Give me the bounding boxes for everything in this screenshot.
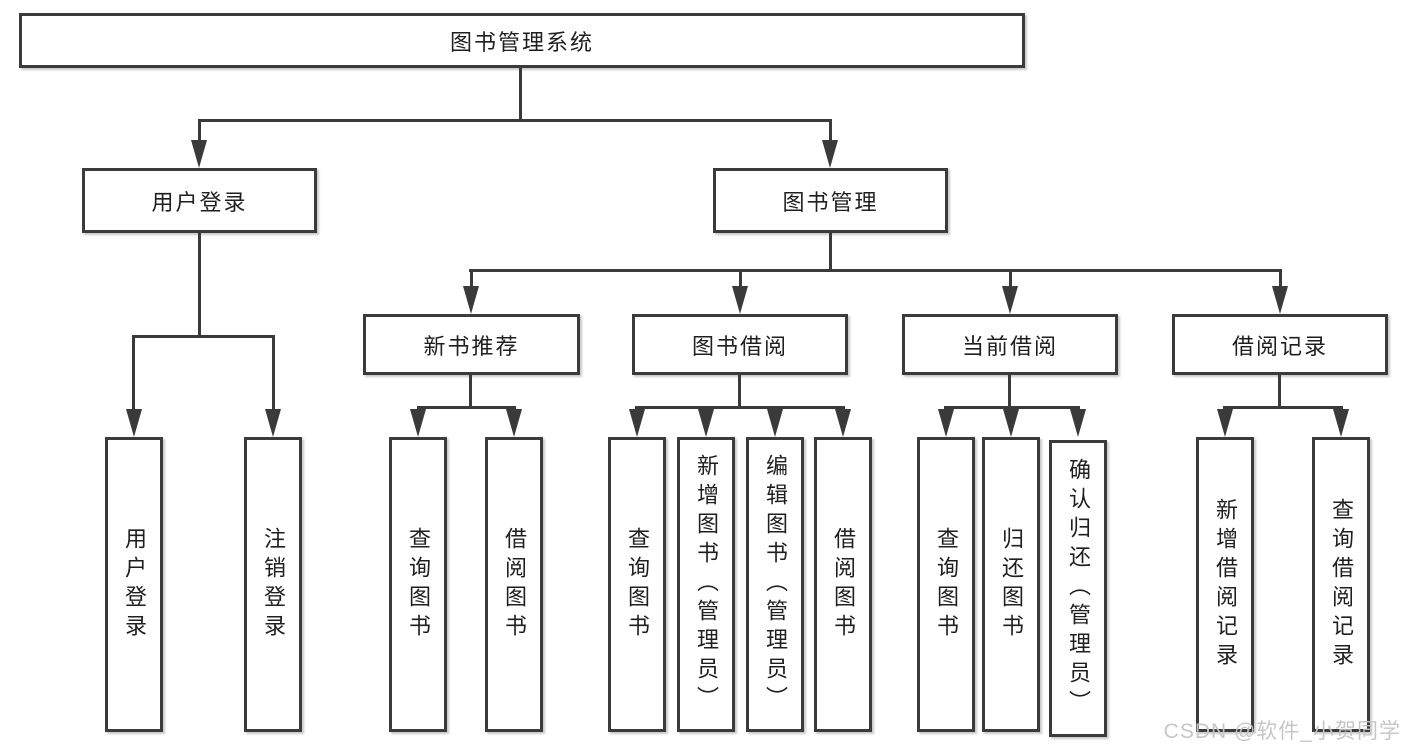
connector-drop <box>470 269 473 288</box>
connector-drop <box>198 119 201 142</box>
leaf-user-login: 用户登录 <box>105 437 163 732</box>
leaf-query-books-borrowing: 查询图书 <box>608 437 666 732</box>
connector-stem <box>519 68 522 121</box>
connector-hline <box>132 335 275 338</box>
leaf-add-borrow-record: 新增借阅记录 <box>1196 437 1254 732</box>
arrow-down-icon <box>1217 409 1233 437</box>
leaf-label: 注销登录 <box>261 526 286 643</box>
node-library-management-system: 图书管理系统 <box>19 13 1025 68</box>
arrow-down-icon <box>463 286 479 314</box>
leaf-label: 查询图书 <box>934 526 959 643</box>
connector-stem <box>1278 375 1281 408</box>
node-book-management: 图书管理 <box>713 168 948 233</box>
node-label: 当前借阅 <box>961 333 1058 359</box>
arrow-down-icon <box>1003 409 1019 437</box>
leaf-label: 新增图书（管理员） <box>694 454 719 715</box>
node-book-borrowing: 图书借阅 <box>632 314 848 375</box>
connector-drop <box>739 269 742 288</box>
leaf-return-books: 归还图书 <box>982 437 1040 732</box>
arrow-down-icon <box>822 140 838 168</box>
arrow-down-icon <box>835 409 851 437</box>
leaf-query-books-recommend: 查询图书 <box>389 437 447 732</box>
csdn-watermark: CSDN @软件_小贺同学 <box>1163 720 1401 743</box>
node-label: 图书借阅 <box>691 333 788 359</box>
arrow-down-icon <box>732 286 748 314</box>
connector-stem <box>829 233 832 271</box>
connector-hline <box>198 119 832 122</box>
leaf-label: 查询图书 <box>625 526 650 643</box>
connector-hline <box>417 406 516 409</box>
leaf-label: 查询借阅记录 <box>1329 497 1354 672</box>
arrow-down-icon <box>126 409 142 437</box>
connector-hline <box>944 406 1080 409</box>
leaf-confirm-return-admin: 确认归还（管理员） <box>1049 440 1107 737</box>
node-label: 新书推荐 <box>423 333 520 359</box>
connector-hline <box>469 269 1282 272</box>
arrow-down-icon <box>629 409 645 437</box>
leaf-borrow-books-borrowing: 借阅图书 <box>814 437 872 732</box>
leaf-label: 查询图书 <box>406 526 431 643</box>
leaf-borrow-books-recommend: 借阅图书 <box>485 437 543 732</box>
leaf-query-books-current: 查询图书 <box>917 437 975 732</box>
leaf-add-book-admin: 新增图书（管理员） <box>677 437 735 732</box>
connector-drop <box>272 335 275 411</box>
connector-hline <box>1223 406 1343 409</box>
arrow-down-icon <box>767 409 783 437</box>
node-label: 图书管理系统 <box>449 29 594 55</box>
arrow-down-icon <box>1333 409 1349 437</box>
arrow-down-icon <box>506 409 522 437</box>
node-label: 借阅记录 <box>1231 333 1328 359</box>
connector-stem <box>469 375 472 408</box>
leaf-label: 借阅图书 <box>831 526 856 643</box>
node-new-book-recommend: 新书推荐 <box>363 314 580 375</box>
node-label: 用户登录 <box>151 189 248 215</box>
connector-stem <box>738 375 741 408</box>
leaf-label: 新增借阅记录 <box>1213 497 1238 672</box>
connector-drop <box>132 335 135 411</box>
leaf-label: 确认归还（管理员） <box>1066 458 1091 719</box>
connector-drop <box>829 119 832 142</box>
leaf-query-borrow-record: 查询借阅记录 <box>1312 437 1370 732</box>
arrow-down-icon <box>410 409 426 437</box>
arrow-down-icon <box>1002 286 1018 314</box>
leaf-edit-book-admin: 编辑图书（管理员） <box>746 437 804 732</box>
connector-drop <box>1279 269 1282 288</box>
leaf-label: 编辑图书（管理员） <box>763 454 788 715</box>
leaf-label: 归还图书 <box>999 526 1024 643</box>
arrow-down-icon <box>191 140 207 168</box>
arrow-down-icon <box>938 409 954 437</box>
arrow-down-icon <box>698 409 714 437</box>
arrow-down-icon <box>1070 409 1086 437</box>
leaf-logout: 注销登录 <box>244 437 302 732</box>
arrow-down-icon <box>1272 286 1288 314</box>
node-borrow-records: 借阅记录 <box>1172 314 1388 375</box>
node-user-login-branch: 用户登录 <box>82 168 317 233</box>
connector-stem <box>1008 375 1011 408</box>
leaf-label: 用户登录 <box>122 526 147 643</box>
arrow-down-icon <box>265 409 281 437</box>
connector-stem <box>198 233 201 337</box>
leaf-label: 借阅图书 <box>502 526 527 643</box>
connector-hline <box>635 406 845 409</box>
node-label: 图书管理 <box>782 189 879 215</box>
connector-drop <box>1009 269 1012 288</box>
node-current-borrowing: 当前借阅 <box>902 314 1118 375</box>
